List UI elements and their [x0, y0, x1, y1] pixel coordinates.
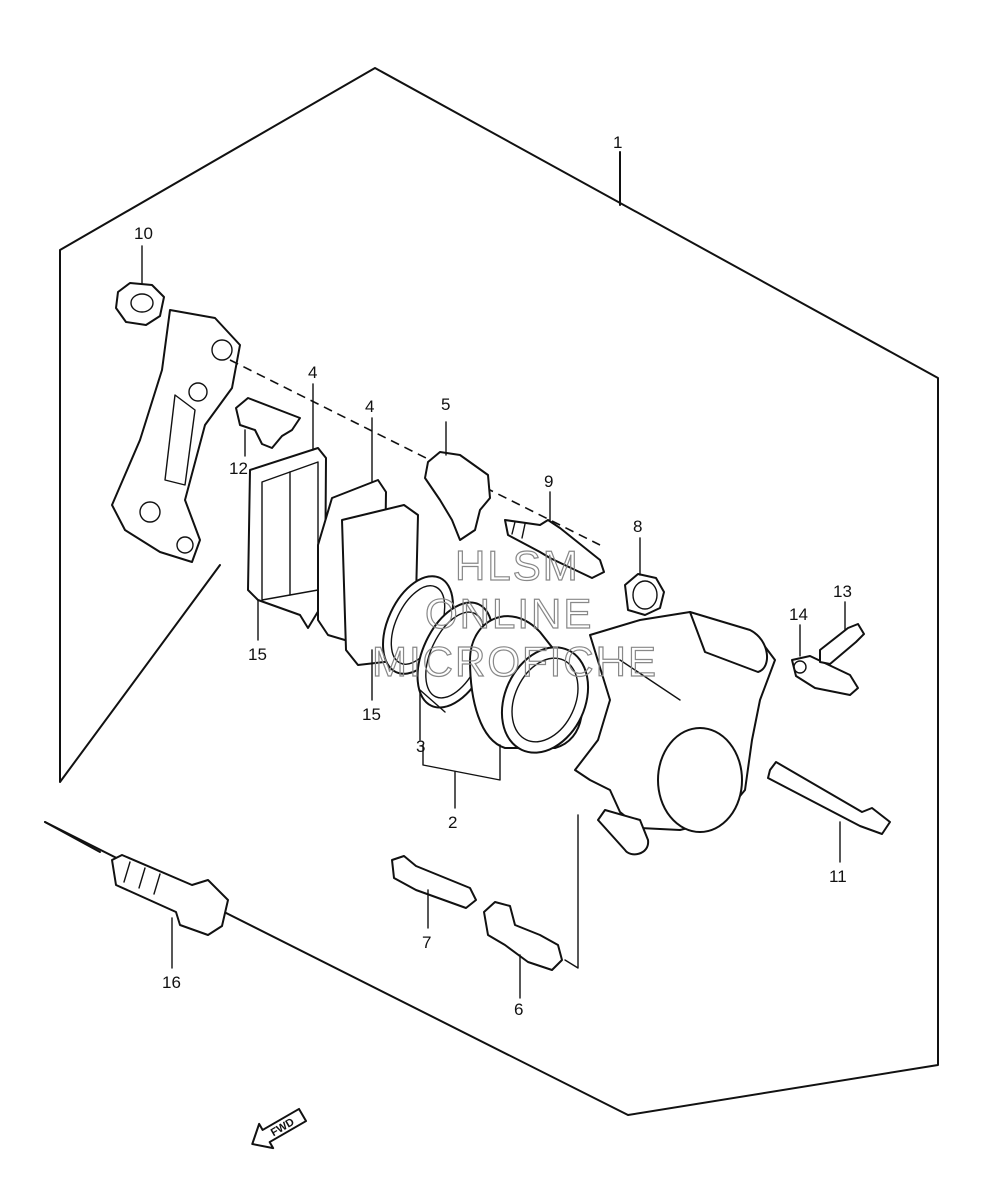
nut-part-10 — [115, 282, 165, 326]
callout-15a: 15 — [248, 645, 267, 664]
boot-part-8 — [624, 573, 665, 616]
pin-part-7 — [391, 855, 477, 909]
leader-line-2 — [422, 744, 501, 781]
callout-14: 14 — [789, 605, 808, 624]
callout-7: 7 — [422, 933, 431, 952]
leader-line-6-to-body — [564, 814, 579, 969]
callout-5: 5 — [441, 395, 450, 414]
slide-pin-part-6 — [483, 901, 563, 971]
bleeder-valve-part-13 — [819, 623, 865, 665]
callout-13: 13 — [833, 582, 852, 601]
watermark-line-2: ONLINE — [425, 590, 593, 637]
callout-4a: 4 — [308, 363, 317, 382]
caliper-body — [574, 611, 776, 856]
callout-12: 12 — [229, 459, 248, 478]
pad-spring-part-12 — [235, 397, 301, 449]
callout-11: 11 — [829, 867, 847, 886]
callout-15b: 15 — [362, 705, 381, 724]
assembly-axis-dashed — [229, 359, 601, 546]
callout-4b: 4 — [365, 397, 374, 416]
leader-line-16-boundary — [44, 821, 101, 853]
callout-10: 10 — [134, 224, 153, 243]
bolt-part-16 — [111, 854, 229, 936]
watermark-line-1: HLSM — [455, 542, 580, 589]
callout-8: 8 — [633, 517, 642, 536]
pad-retainer-part-5 — [424, 451, 491, 541]
callout-3: 3 — [416, 737, 425, 756]
forward-direction-arrow: FWD — [251, 1107, 308, 1150]
bleeder-cap-part-14 — [791, 655, 859, 696]
piston-part-2 — [469, 615, 590, 754]
callout-16: 16 — [162, 973, 181, 992]
brake-pad-part-15-outer — [247, 447, 327, 629]
assembly-boundary-line — [44, 67, 939, 1116]
leader-line-3 — [419, 689, 446, 741]
callout-2: 2 — [448, 813, 457, 832]
slide-pin-part-11 — [767, 761, 891, 835]
callout-1: 1 — [613, 133, 622, 152]
pin-bolt-part-9 — [504, 519, 605, 579]
caliper-bracket — [111, 309, 241, 563]
callout-6: 6 — [514, 1000, 523, 1019]
watermark-line-3: MICROFICHE — [372, 638, 658, 685]
callout-9: 9 — [544, 472, 553, 491]
